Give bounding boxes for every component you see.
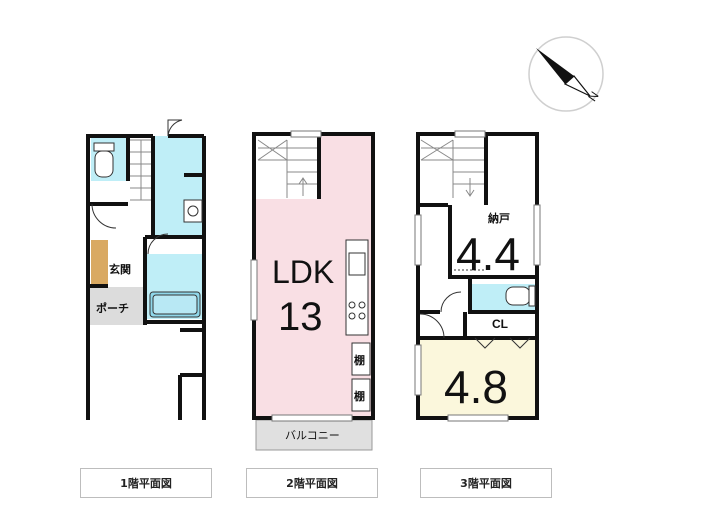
floor1-walls (86, 134, 206, 420)
compass-needle-icon (536, 48, 574, 84)
floor2-balcony-label: バルコニー (285, 429, 340, 442)
floor3-closet-door-right (509, 337, 531, 349)
floor3-toilet-fixture (505, 285, 536, 307)
floor1-shoe-box (91, 240, 108, 286)
floor3-plan: 納戸 4.4 CL 4.8 (414, 130, 541, 422)
floor1-toilet-door-swing (91, 203, 117, 229)
floor2-ldk-size: 13 (278, 295, 323, 339)
floor3-closet-label: CL (492, 317, 508, 331)
floor1-porch-label: ポーチ (96, 301, 129, 315)
floor1-porch-area (89, 287, 145, 325)
floor3-caption: 3階平面図 (420, 468, 552, 498)
floor2-stairs (257, 139, 318, 198)
floor2-shelf-label-2: 棚 (354, 389, 365, 403)
compass-needle-tail-icon (563, 75, 591, 97)
floor2-plan: LDK 13 棚 棚 バルコニー (250, 130, 375, 451)
floor1-entry-door-swing (167, 119, 183, 137)
floor2-shelf-label-1: 棚 (354, 353, 365, 367)
floor3-storage-size: 4.4 (456, 228, 520, 280)
floor1-bath-door-swing (147, 233, 169, 255)
floor2-shelf-2 (351, 378, 371, 412)
floor1-stairs (130, 139, 153, 201)
floor2-caption: 2階平面図 (246, 468, 378, 498)
floor2-shelf-1 (351, 342, 371, 376)
floor3-bedroom-size: 4.8 (444, 361, 508, 413)
floor3-hall-door-swing (440, 291, 462, 313)
floor3-storage-label: 納戸 (488, 211, 510, 225)
floor1-toilet-fixture (93, 142, 115, 178)
floor2-windows (250, 130, 353, 422)
compass: N (528, 36, 604, 112)
floor1-entrance-label: 玄関 (109, 262, 131, 276)
floor1-caption: 1階平面図 (80, 468, 212, 498)
floor3-bedroom-door-swing (419, 313, 445, 339)
floor3-closet-door-left (474, 337, 496, 349)
floor3-bedroom-area (420, 340, 535, 416)
floor1-plan: 玄関 ポーチ (86, 119, 206, 420)
floor1-basin-fixture (183, 199, 203, 223)
floor2-kitchen-counter (345, 239, 369, 336)
floor1-bathtub-fixture (149, 291, 201, 318)
floor3-stairs (420, 139, 484, 198)
floor3-windows (414, 130, 541, 422)
floor2-ldk-label: LDK (272, 254, 334, 290)
